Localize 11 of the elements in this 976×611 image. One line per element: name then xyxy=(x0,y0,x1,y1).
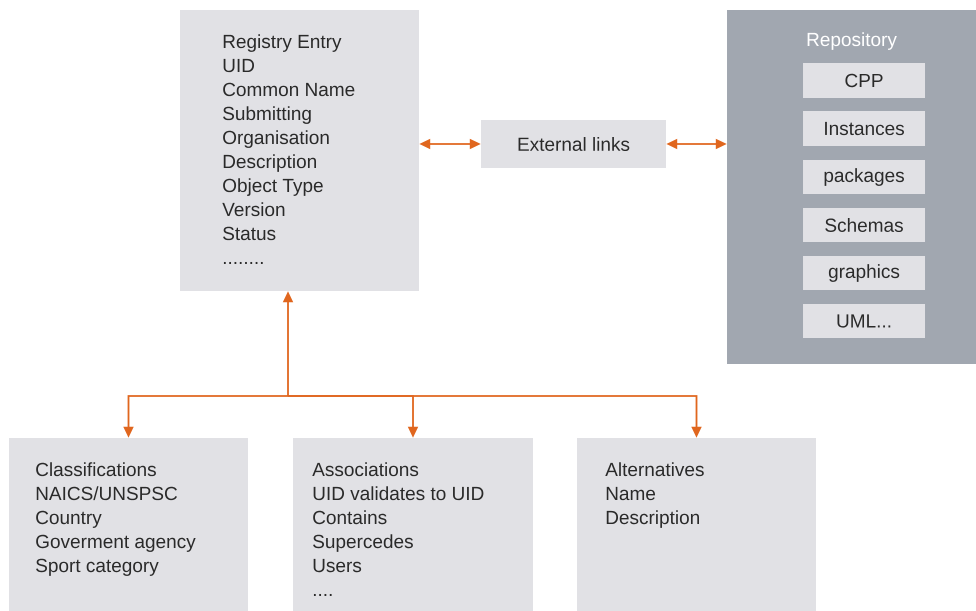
label-box: CPP xyxy=(803,63,925,98)
info-box: Associations UID validates to UID Contains Supercedes Users .... xyxy=(293,438,533,611)
info-box: Alternatives Name Description xyxy=(577,438,816,611)
label-box: Schemas xyxy=(803,208,925,242)
label-box: packages xyxy=(803,160,925,194)
info-box: Classifications NAICS/UNSPSC Country Goverment agency Sport category xyxy=(9,438,248,611)
label-box: External links xyxy=(481,120,666,168)
info-box: Registry Entry UID Common Name Submitting Organisation Description Object Type Version Status ........ xyxy=(180,10,419,291)
label-box: Instances xyxy=(803,111,925,146)
label-box: UML... xyxy=(803,304,925,338)
label-box: graphics xyxy=(803,256,925,290)
